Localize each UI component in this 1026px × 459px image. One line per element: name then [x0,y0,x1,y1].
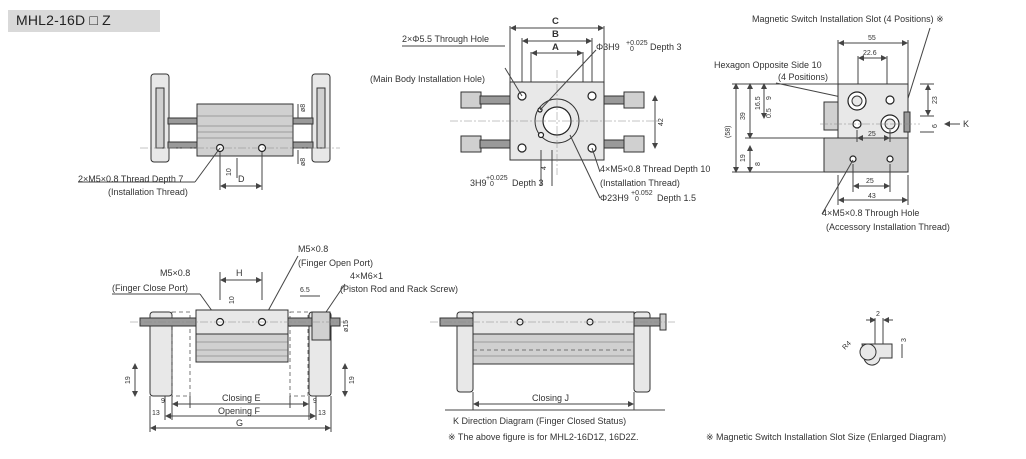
dim-19-right: 19 [349,376,356,384]
dim-a: A [552,42,559,53]
title-background [8,10,160,32]
phi23-tol-bottom: 0 [635,196,639,203]
dim-phi15: ø15 [343,320,350,332]
dim-22-6: 22.6 [863,50,877,57]
phi3-depth: Depth 3 [650,42,682,52]
bottom-plan-view: M5×0.8 (Finger Close Port) H 10 M5×0.8 (… [112,244,458,432]
phi23-tol-top: +0.052 [631,190,653,197]
dim-10-bottom: 10 [229,296,236,304]
thru-sub: (Accessory Installation Thread) [826,222,950,232]
dim-25b: 25 [866,178,874,185]
thread10-label: 4×M5×0.8 Thread Depth 10 [600,164,710,174]
dim-9-left: 9 [161,398,165,405]
through-hole-label: 2×Φ5.5 Through Hole [402,34,489,44]
phi23-depth: Depth 1.5 [657,193,696,203]
dim-43: 43 [868,193,876,200]
dim-8-right: 8 [755,162,762,166]
opening-f: Opening F [218,406,261,416]
dim-19-left: 19 [125,376,132,384]
slot-dim-r4: R4 [841,340,852,351]
thread-sub-top-left: (Installation Thread) [108,187,188,197]
dim-13-right: 13 [318,410,326,417]
dim-39: 39 [740,112,747,120]
dim-42: 42 [658,118,665,126]
phi3-tol-top: +0.025 [626,40,648,47]
dim-phi8-top: ø8 [300,104,307,112]
dim-0-5: 0.5 [766,108,773,118]
dim-c: C [552,16,559,27]
slot-label: Magnetic Switch Installation Slot (4 Pos… [752,14,944,24]
dim-phi8-bottom: ø8 [300,158,307,166]
dim-h: H [236,268,243,278]
bottom-slot-detail: 2 3 R4 ※ Magnetic Switch Installation Sl… [706,311,946,442]
dim-16-5: 16.5 [755,96,762,110]
thread-label-top-left: 2×M5×0.8 Thread Depth 7 [78,174,183,184]
phi3-tol-bottom: 0 [630,46,634,53]
thru-label: 4×M5×0.8 Through Hole [822,208,919,218]
dim-10-top: 10 [226,168,233,176]
dim-19-right: 19 [740,154,747,162]
m6-sub: (Piston Rod and Rack Screw) [340,284,458,294]
m6-label: 4×M6×1 [350,271,383,281]
dim-4: 4 [541,166,548,170]
hex-label: Hexagon Opposite Side 10 [714,60,822,70]
dim-58: (58) [725,126,732,138]
top-front-view: C B A 42 4 2×Φ5.5 Through [370,16,710,203]
dim-9-right: 9 [766,96,773,100]
top-side-view: D 10 ø8 ø8 2×M5×0.8 Thread Depth 7 (Inst… [78,73,340,197]
dim-9-right-b: 9 [313,398,317,405]
m5-open-label: M5×0.8 [298,244,328,254]
dim-d: D [238,174,245,184]
thread10-sub: (Installation Thread) [600,178,680,188]
dim-b: B [552,29,559,40]
m5-close-sub: (Finger Close Port) [112,283,188,293]
h3-tol-top: +0.025 [486,175,508,182]
phi23-label: Φ23H9 [600,193,629,203]
slot-dim-3: 3 [901,338,908,342]
m5-close-label: M5×0.8 [160,268,190,278]
k-caption: K Direction Diagram (Finger Closed Statu… [453,416,626,426]
through-hole-sub: (Main Body Installation Hole) [370,74,485,84]
top-end-view: Magnetic Switch Installation Slot (4 Pos… [714,14,969,232]
dim-k: K [963,119,969,129]
dim-55: 55 [868,35,876,42]
slot-dim-2: 2 [876,311,880,318]
hex-sub: (4 Positions) [778,72,828,82]
dim-g: G [236,418,243,428]
h3-label: 3H9 [470,178,487,188]
h3-depth: Depth 3 [512,178,544,188]
dim-6: 6 [932,124,939,128]
k-note: ※ The above figure is for MHL2-16D1Z, 16… [448,432,638,442]
phi3-label: Φ3H9 [596,42,620,52]
m5-open-sub: (Finger Open Port) [298,258,373,268]
model-title: MHL2-16D □ Z [16,12,111,28]
dim-6-5: 6.5 [300,287,310,294]
dim-13-left: 13 [152,410,160,417]
closing-e: Closing E [222,393,261,403]
slot-caption: ※ Magnetic Switch Installation Slot Size… [706,432,946,442]
closing-j: Closing J [532,393,569,403]
dim-23: 23 [932,96,939,104]
dim-25a: 25 [868,131,876,138]
bottom-k-view: Closing J K Direction Diagram (Finger Cl… [430,311,675,442]
h3-tol-bottom: 0 [490,181,494,188]
